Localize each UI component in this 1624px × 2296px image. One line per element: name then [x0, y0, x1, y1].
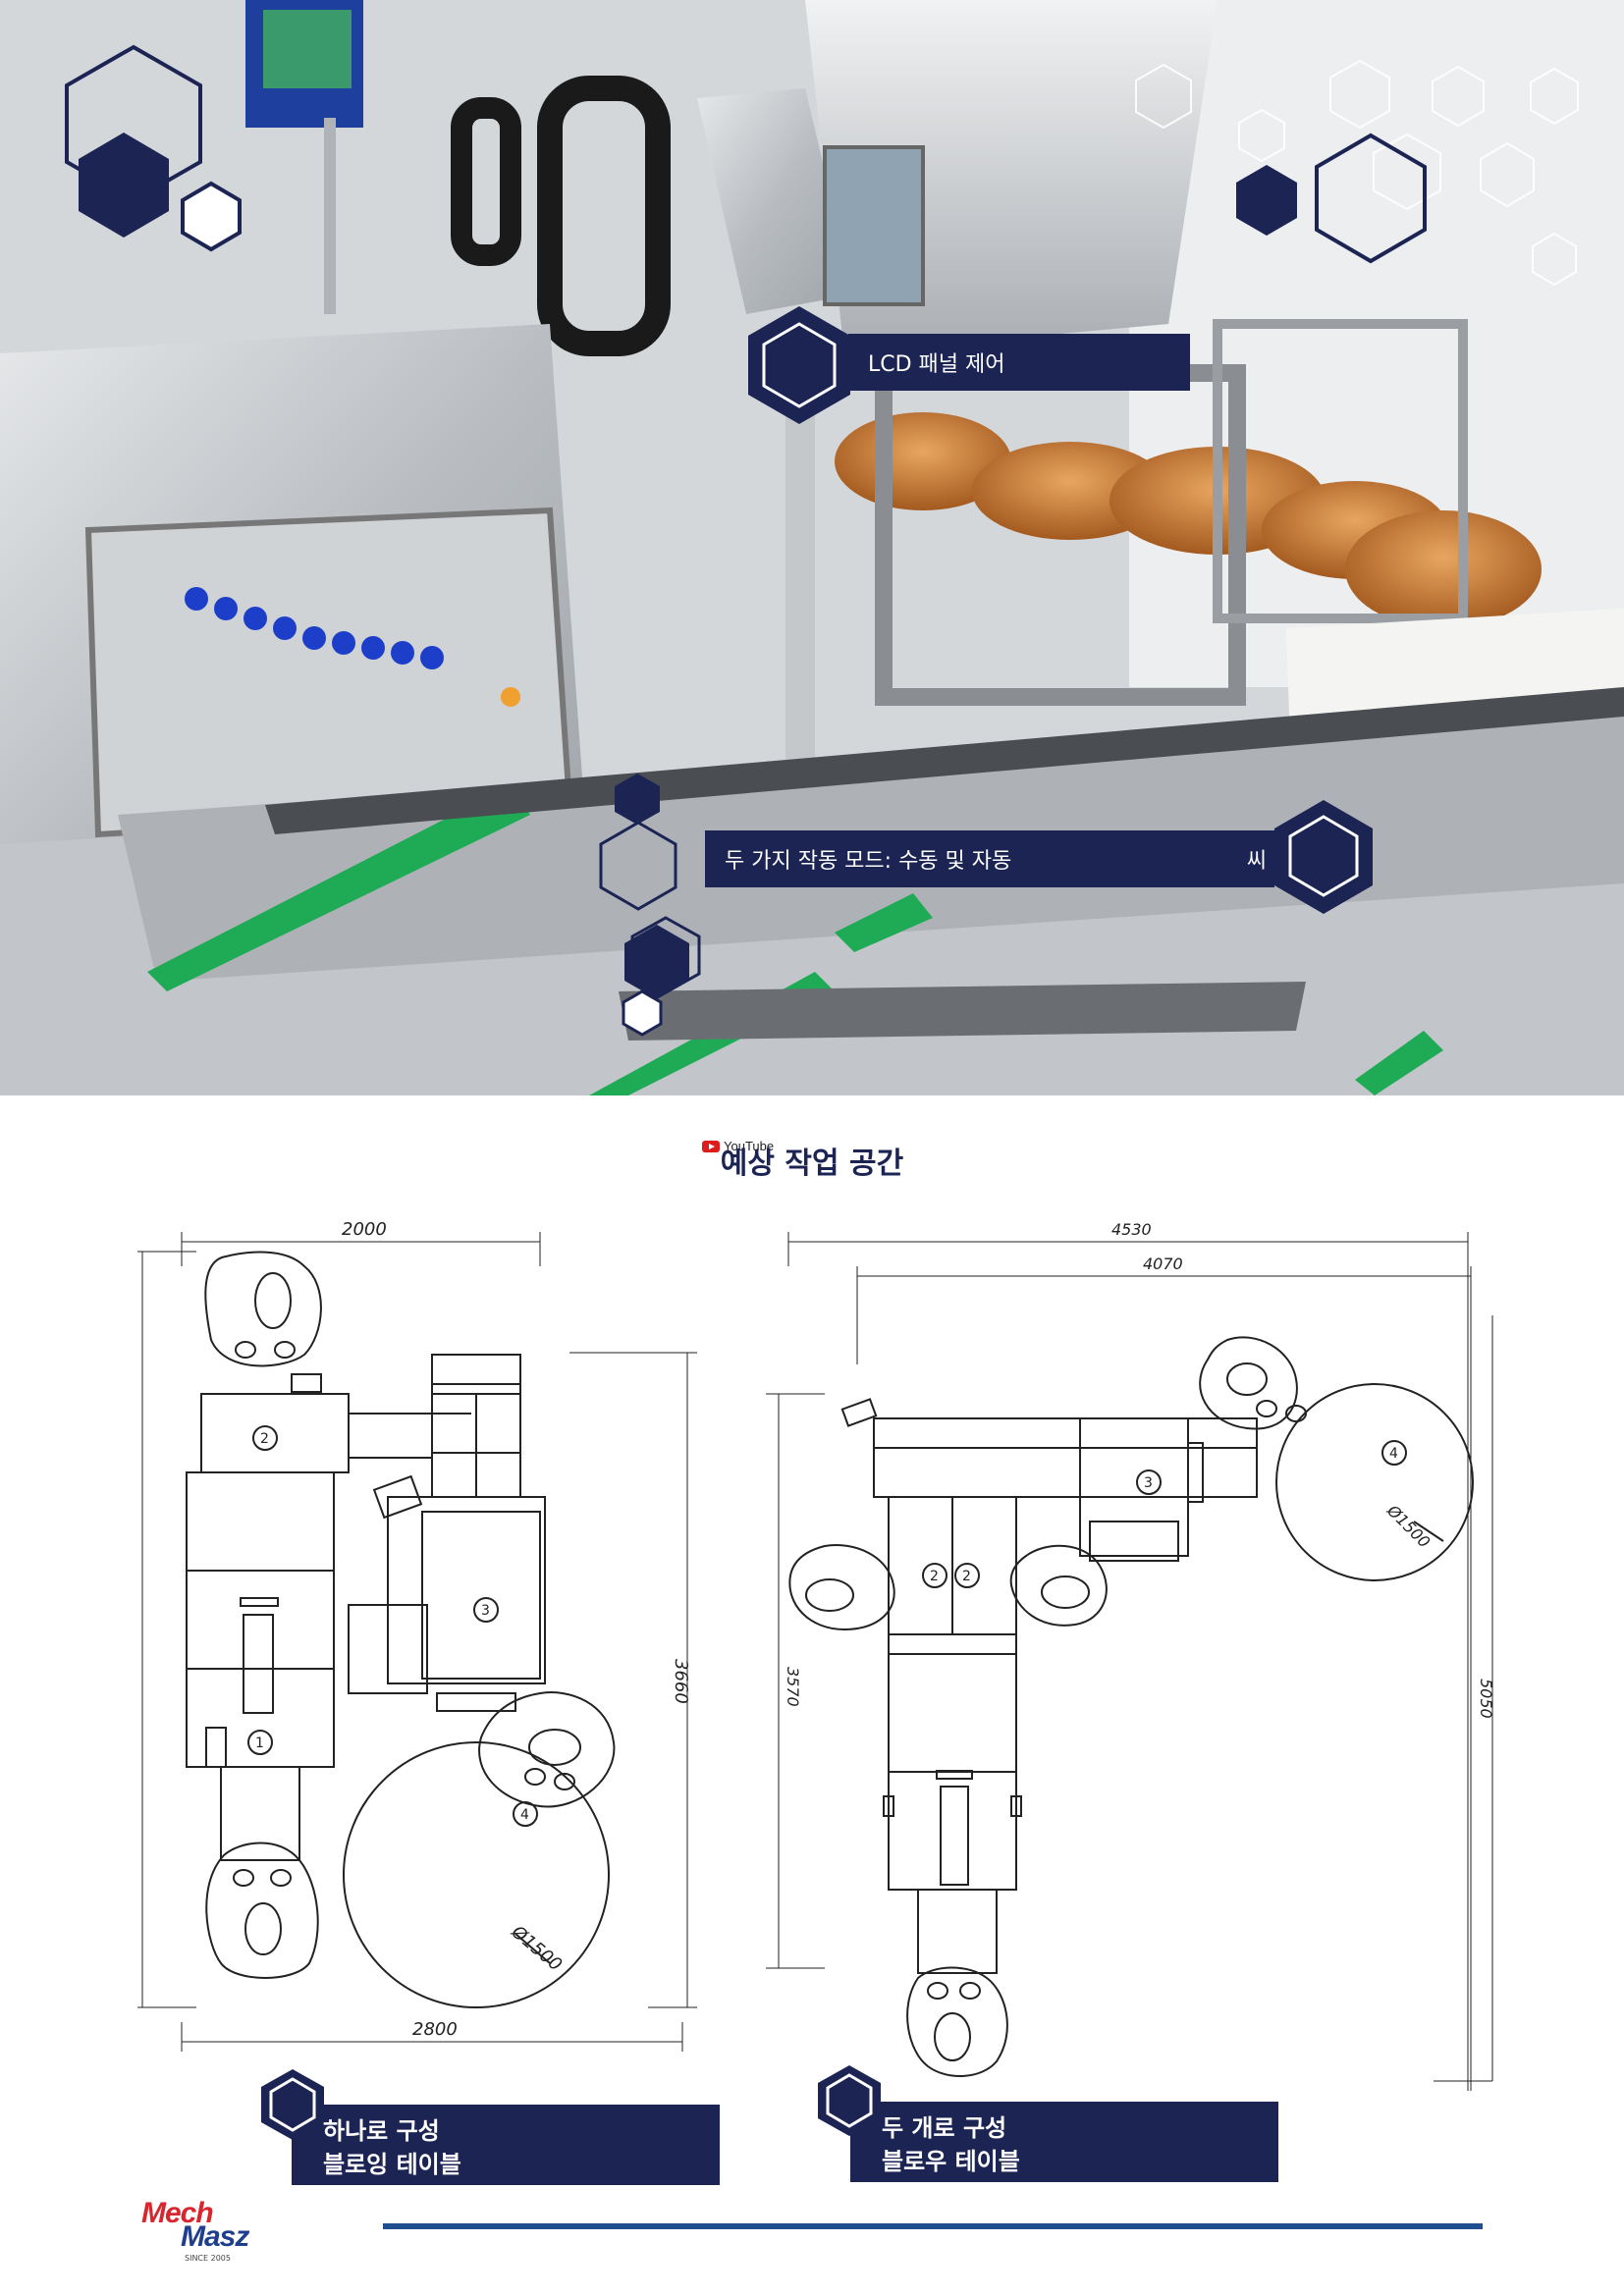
modes-callout-text: 두 가지 작동 모드: 수동 및 자동 [725, 849, 1012, 874]
drawing-right: 2 2 3 4 4530 4070 3570 5050 Ø1500 [766, 1207, 1512, 2091]
left-num-2: 2 [260, 1431, 269, 1447]
right-dim-right: 5050 [1477, 1679, 1495, 1719]
section-title: 예상 작업 공간 [720, 1147, 904, 1181]
right-dim-top-outer: 4530 [1111, 1220, 1152, 1239]
youtube-icon [702, 1140, 720, 1152]
label-double-config: 두 개로 구성 블로우 테이블 [850, 2102, 1278, 2182]
right-num-2b: 2 [962, 1569, 971, 1584]
machine-illustration [0, 0, 1624, 1095]
modes-callout: 두 가지 작동 모드: 수동 및 자동 씨 [705, 830, 1274, 887]
left-num-3: 3 [481, 1603, 490, 1619]
left-dim-top: 2000 [342, 1219, 387, 1240]
lcd-callout-text: LCD 패널 제어 [868, 352, 1005, 377]
product-photo: LCD 패널 제어 두 가지 작동 모드: 수동 및 자동 씨 [0, 0, 1624, 1095]
modes-callout-suffix: 씨 [1246, 849, 1267, 874]
logo-tagline: SINCE 2005 [185, 2254, 231, 2263]
right-dim-left: 3570 [784, 1667, 802, 1707]
right-diameter: Ø1500 [1382, 1501, 1434, 1552]
right-num-3: 3 [1144, 1475, 1153, 1491]
lcd-callout: LCD 패널 제어 [848, 334, 1190, 391]
logo-line2: Masz [181, 2220, 249, 2253]
label-single-line1: 하나로 구성 [323, 2117, 440, 2145]
right-num-4: 4 [1389, 1446, 1398, 1462]
youtube-label: YouTube [724, 1139, 775, 1153]
right-num-2a: 2 [930, 1569, 939, 1584]
logo-line1: Mech [141, 2197, 214, 2229]
youtube-badge[interactable]: YouTube [702, 1139, 774, 1153]
right-dim-top-inner: 4070 [1143, 1255, 1183, 1273]
label-double-line1: 두 개로 구성 [882, 2114, 1007, 2142]
left-num-1: 1 [255, 1735, 264, 1751]
left-dim-bottom: 2800 [412, 2019, 458, 2040]
label-single-line2: 블로잉 테이블 [323, 2151, 461, 2178]
footer-divider [383, 2223, 1483, 2229]
mechmasz-logo: Mech Masz SINCE 2005 [137, 2197, 249, 2266]
left-num-4: 4 [520, 1807, 529, 1823]
drawing-left: 2 1 3 4 2000 2800 4220 3660 Ø1500 [115, 766, 727, 2052]
label-single-config: 하나로 구성 블로잉 테이블 [292, 2105, 720, 2185]
left-dim-right: 3660 [671, 1659, 691, 1704]
label-double-line2: 블로우 테이블 [882, 2148, 1020, 2175]
hexagon-icon [818, 2065, 881, 2136]
hexagon-icon [261, 2069, 324, 2140]
left-diameter: Ø1500 [507, 1921, 566, 1975]
